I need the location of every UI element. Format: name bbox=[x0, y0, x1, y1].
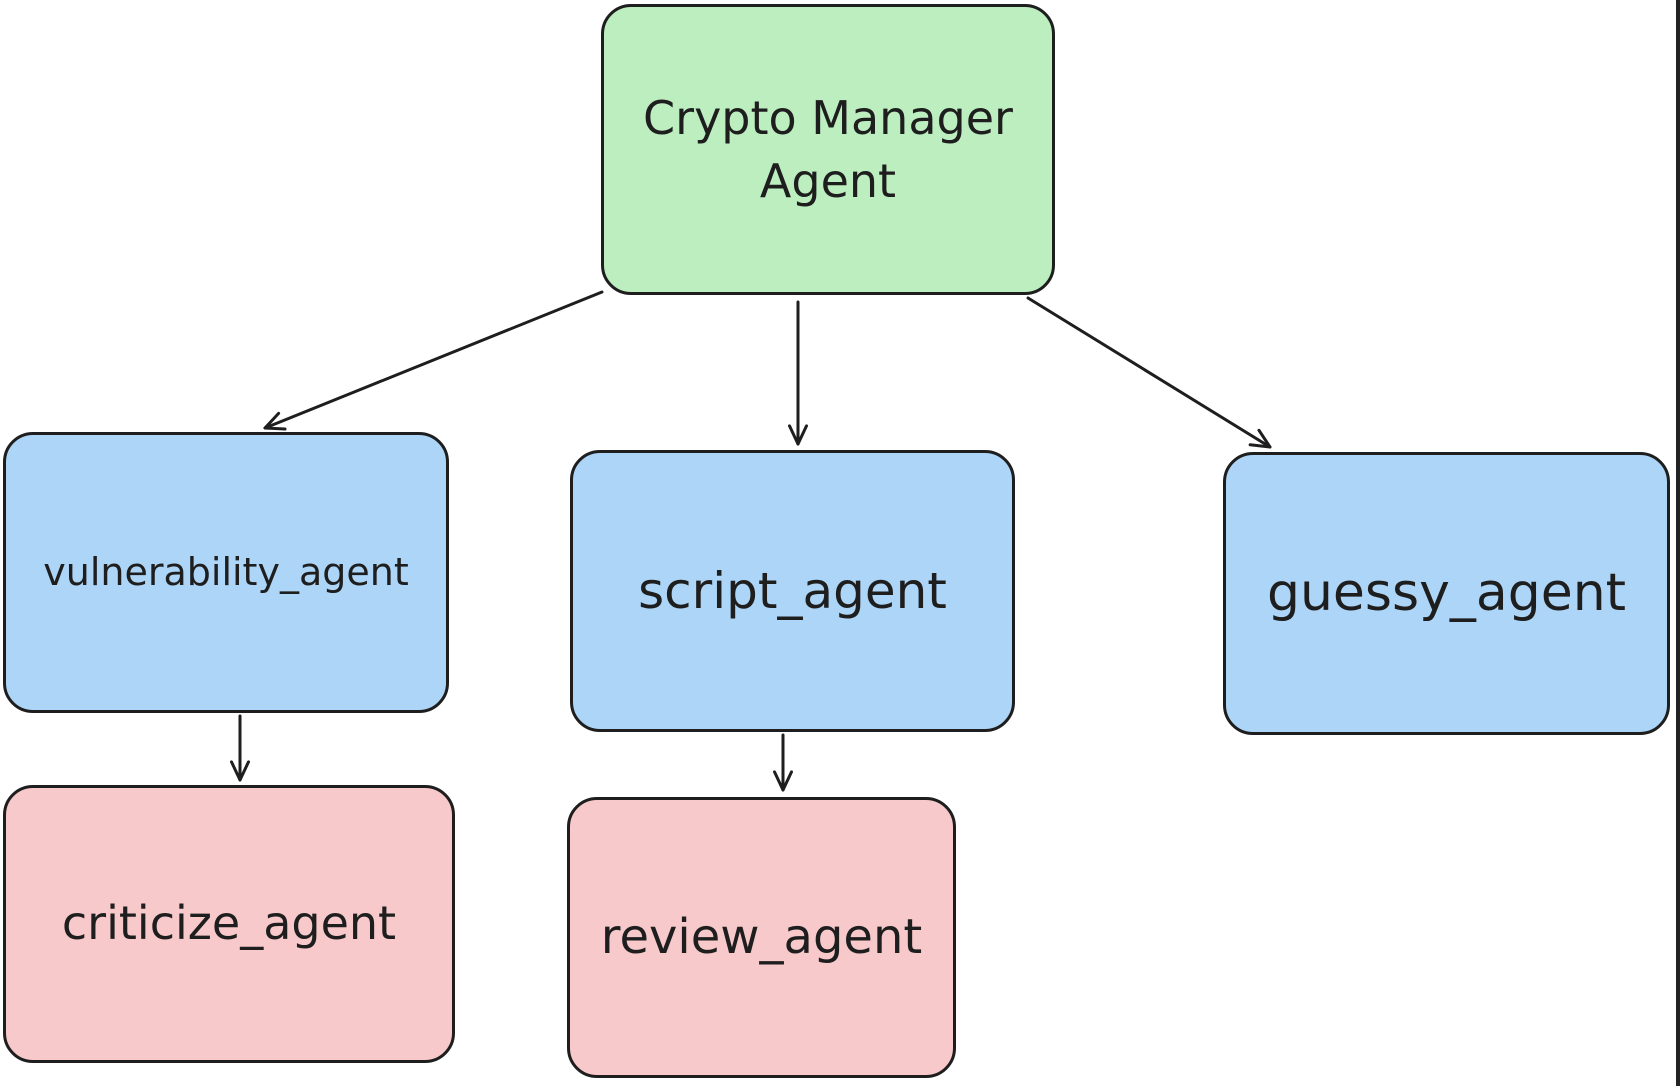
node-vulnerability-agent-label: vulnerability_agent bbox=[43, 549, 409, 594]
node-vulnerability-agent[interactable]: vulnerability_agent bbox=[3, 432, 449, 713]
node-guessy-agent[interactable]: guessy_agent bbox=[1223, 452, 1670, 735]
node-crypto-manager-agent-label: Crypto Manager Agent bbox=[643, 91, 1013, 208]
node-crypto-manager-agent[interactable]: Crypto Manager Agent bbox=[601, 4, 1055, 295]
edge-crypto-manager-to-guessy-arrow bbox=[1026, 296, 1272, 449]
edge-crypto-manager-to-script-arrow bbox=[788, 300, 808, 446]
node-script-agent[interactable]: script_agent bbox=[570, 450, 1015, 732]
edge-script-to-review-arrow bbox=[773, 733, 793, 792]
node-review-agent-label: review_agent bbox=[600, 909, 923, 966]
edge-vulnerability-to-criticize-arrow bbox=[230, 714, 250, 782]
node-guessy-agent-label: guessy_agent bbox=[1266, 562, 1627, 623]
node-review-agent[interactable]: review_agent bbox=[567, 797, 956, 1078]
canvas-right-edge-bar bbox=[1676, 0, 1680, 1086]
edge-crypto-manager-to-vulnerability-arrow bbox=[263, 290, 604, 431]
node-criticize-agent[interactable]: criticize_agent bbox=[3, 785, 455, 1063]
node-criticize-agent-label: criticize_agent bbox=[61, 896, 397, 951]
node-script-agent-label: script_agent bbox=[638, 561, 947, 620]
